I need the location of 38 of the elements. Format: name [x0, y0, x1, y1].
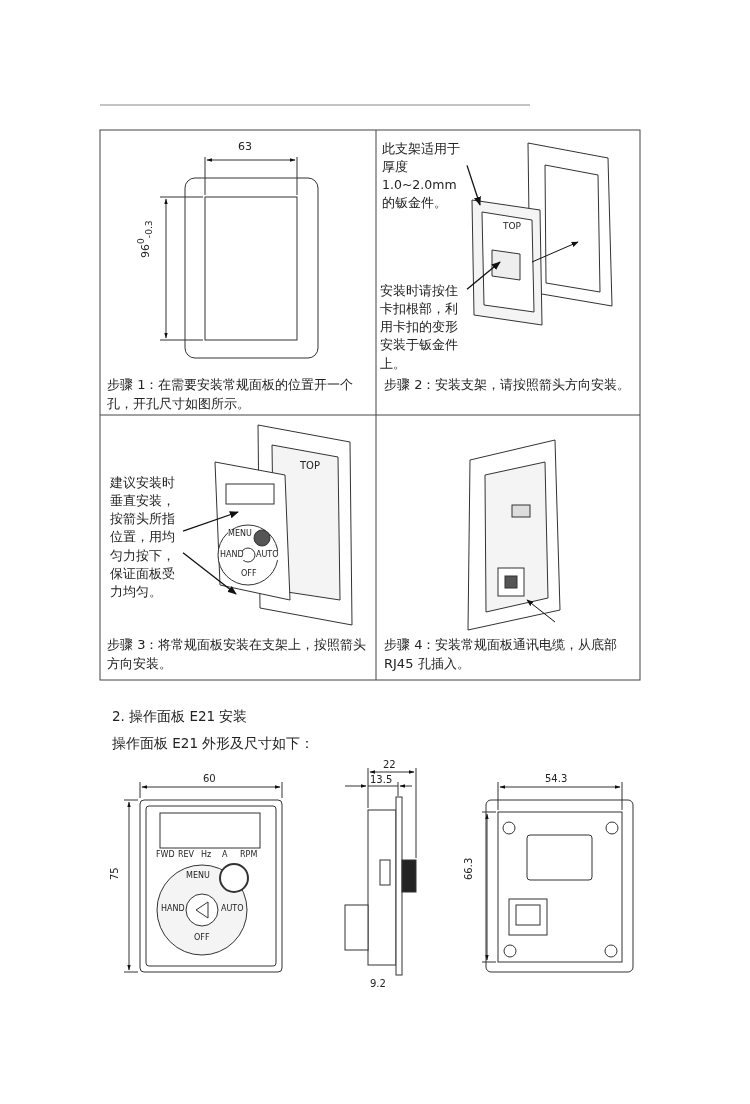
- indicator-label: A: [222, 851, 228, 860]
- panel-drawing: [214, 461, 291, 601]
- step-caption: 步骤 4：安装常规面板通讯电缆，从底部 RJ45 孔插入。: [384, 636, 619, 673]
- key-label: AUTO: [221, 905, 244, 914]
- step-caption: 步骤 2：安装支架，请按照箭头方向安装。: [384, 376, 632, 394]
- key-label: HAND: [161, 905, 185, 914]
- key-label: OFF: [241, 570, 257, 579]
- dimension-label: 54.3: [545, 773, 568, 784]
- dimension-label: 9.2: [370, 978, 386, 989]
- leader-line: [182, 511, 239, 532]
- dimension-label: 75: [109, 867, 120, 880]
- step-caption: 步骤 1：在需要安装常规面板的位置开一个孔，开孔尺寸如图所示。: [107, 376, 355, 413]
- indicator-label: REV: [178, 851, 195, 860]
- step-caption: 步骤 3：将常规面板安装在支架上，按照箭头方向安装。: [107, 636, 368, 673]
- leader-line: [182, 552, 237, 595]
- key-label: MENU: [186, 872, 210, 881]
- key-label: AUTO: [256, 551, 279, 560]
- dimension-label: 60: [203, 773, 216, 784]
- key-label: HAND: [220, 551, 244, 560]
- dimension-label: 66.3: [463, 857, 474, 880]
- callout-text: 建议安装时垂直安装，按箭头所指位置，用均匀力按下，保证面板受力均匀。: [110, 475, 175, 599]
- indicator-label: FWD: [156, 851, 175, 860]
- indicator-label: Hz: [201, 851, 212, 860]
- callout-text: 此支架适用于厚度1.0~2.0mm的钣金件。: [382, 141, 460, 211]
- callout-text: 安装时请按住卡扣根部，利用卡扣的变形安装于钣金件上。: [380, 283, 458, 371]
- section-heading: 2. 操作面板 E21 安装: [112, 709, 248, 724]
- intro-text: 操作面板 E21 外形及尺寸如下：: [112, 736, 315, 751]
- key-label: MENU: [228, 530, 252, 539]
- key-label: OFF: [194, 934, 210, 943]
- top-mark-label: TOP: [300, 460, 320, 471]
- indicator-label: RPM: [240, 851, 258, 860]
- bracket-drawing: [471, 199, 543, 326]
- dimension-label: 13.5: [370, 774, 393, 785]
- dimension-label: 63: [238, 141, 252, 154]
- leader-line: [466, 164, 481, 206]
- leader-line: [466, 261, 501, 290]
- dimension-label: 22: [383, 759, 396, 770]
- top-mark-label: TOP: [503, 222, 521, 232]
